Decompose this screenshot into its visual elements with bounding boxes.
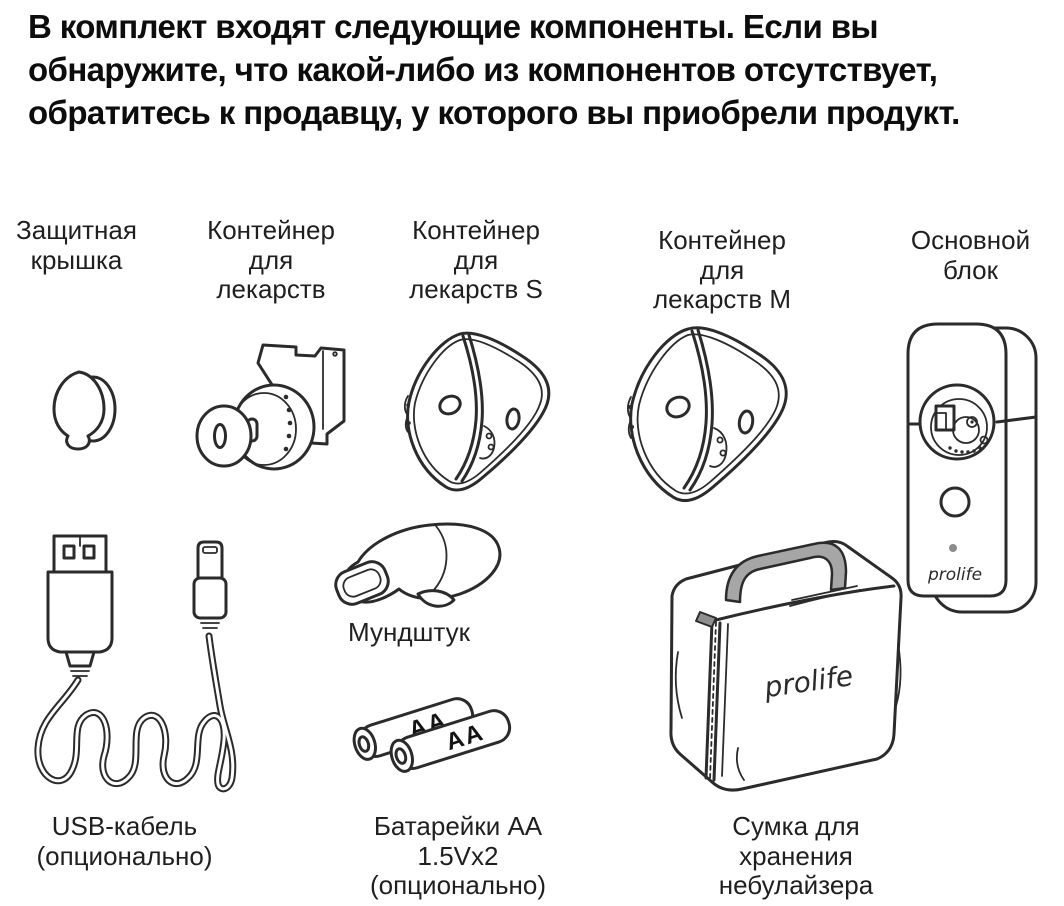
medicine-container-illustration: [195, 343, 346, 471]
component-label-med-container-m: Контейнер для лекарств M: [652, 225, 792, 315]
component-label-storage-bag: Сумка для хранения небулайзера: [718, 811, 874, 901]
protective-cap-illustration: [52, 370, 117, 451]
power-button-drawing: [939, 486, 971, 518]
mask-s-illustration: [403, 331, 551, 492]
component-label-protective-cap: Защитная крышка: [16, 215, 137, 275]
usb-cable-illustration: [34, 534, 237, 793]
main-unit-illustration: prolife: [906, 322, 1038, 614]
component-label-med-container: Контейнер для лекарств: [207, 215, 335, 305]
component-label-mouthpiece: Мундштук: [348, 617, 470, 647]
component-label-batteries: Батарейки AA 1.5Vx2 (опционально): [369, 811, 547, 901]
prolife-logo-text-main-unit: prolife: [927, 565, 982, 585]
bag-zipper-pull-drawing: [695, 611, 717, 628]
component-label-med-container-s: Контейнер для лекарств S: [409, 215, 543, 305]
indicator-dot-drawing: [949, 544, 957, 552]
mask-m-illustration: [626, 326, 788, 503]
mouthpiece-illustration: [334, 522, 502, 608]
batteries-illustration: AA AA: [352, 697, 512, 773]
storage-bag-illustration: prolife: [669, 540, 903, 792]
bag-handle-drawing: [724, 541, 848, 604]
page-heading: В комплект входят следующие компоненты. …: [28, 8, 960, 131]
component-label-main-unit: Основной блок: [910, 225, 1031, 285]
component-label-usb-cable: USB-кабель (опционально): [36, 811, 213, 871]
